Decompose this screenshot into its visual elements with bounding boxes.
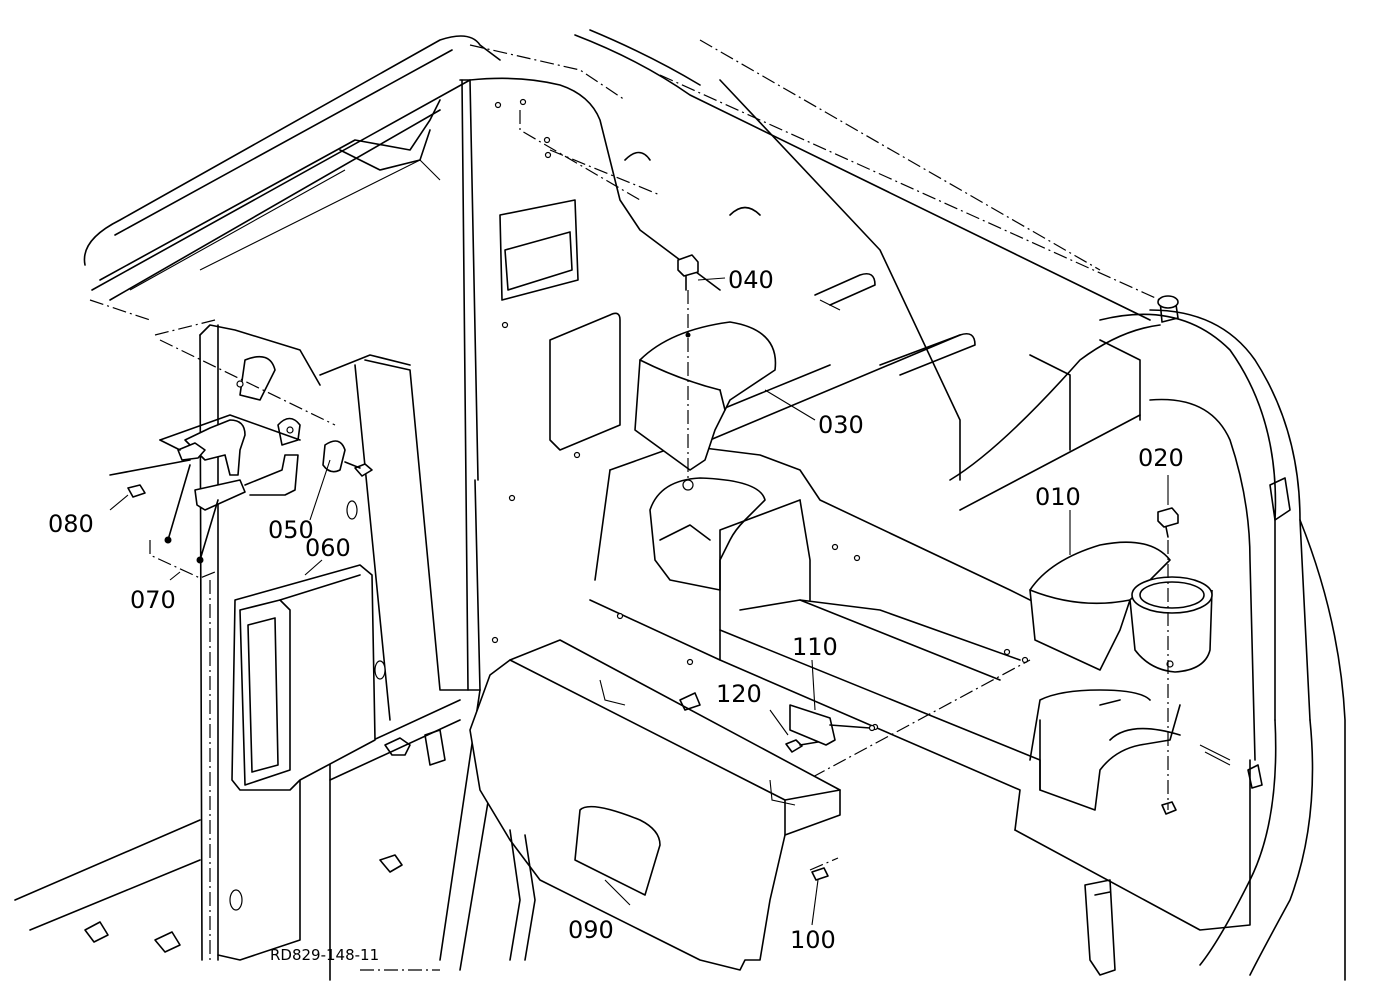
cup-holder-030 (634, 321, 777, 471)
cup-holder-010 (1029, 541, 1213, 673)
rear-frame (574, 29, 1346, 981)
label-020: 020 (1138, 444, 1184, 472)
part-labels: 010 020 030 040 050 060 070 080 090 100 … (48, 266, 1184, 964)
leader-lines (109, 277, 1169, 926)
bolt-040 (677, 254, 699, 491)
clips (84, 729, 1116, 976)
bolt-020 (1157, 507, 1179, 815)
label-060: 060 (305, 534, 351, 562)
center-wall-panel (459, 77, 721, 691)
screw-120 (785, 739, 819, 753)
roof-frame (83, 35, 626, 321)
label-120: 120 (716, 680, 762, 708)
rear-panel (589, 444, 1263, 931)
switch-110 (789, 704, 876, 746)
label-030: 030 (818, 411, 864, 439)
label-050: 050 (268, 516, 314, 544)
latch-assembly (109, 414, 373, 579)
label-100: 100 (790, 926, 836, 954)
label-040: 040 (728, 266, 774, 294)
label-080: 080 (48, 510, 94, 538)
screw-100 (809, 857, 839, 881)
label-110: 110 (792, 633, 838, 661)
lower-trim-090 (469, 639, 841, 971)
label-090: 090 (568, 916, 614, 944)
box-060 (231, 564, 376, 791)
label-070: 070 (130, 586, 176, 614)
drawing-code: RD829-148-11 (270, 946, 379, 964)
roof-bolsters (624, 79, 976, 481)
label-010: 010 (1035, 483, 1081, 511)
